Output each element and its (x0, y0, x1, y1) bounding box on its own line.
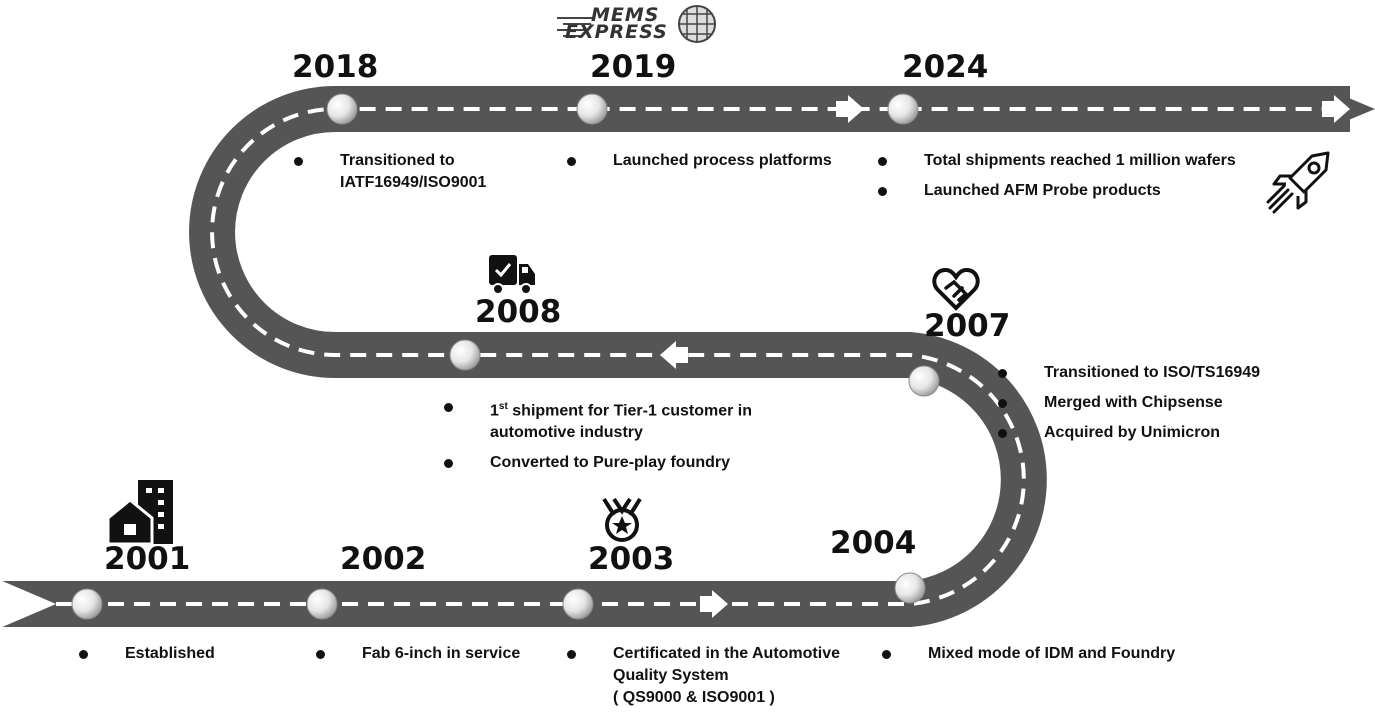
lane-markings (30, 107, 1325, 606)
milestone-marker-2008 (449, 339, 481, 371)
milestone-marker-2024 (887, 93, 919, 125)
medal-icon (602, 497, 642, 542)
year-label-2003: 2003 (588, 541, 675, 577)
list-item: Fab 6-inch in service (316, 643, 546, 665)
list-item: Total shipments reached 1 million wafers (878, 150, 1278, 172)
lane-arrow-left (660, 341, 688, 369)
list-item: Launched process platforms (567, 150, 867, 172)
rocket-icon (1266, 151, 1330, 214)
list-item: Converted to Pure-play foundry (444, 452, 804, 474)
milestone-marker-2004 (894, 572, 926, 604)
list-item: 1st shipment for Tier-1 customer in auto… (444, 396, 804, 444)
year-label-2019: 2019 (590, 49, 677, 85)
milestone-items-2018: Transitioned to IATF16949/ISO9001 (294, 150, 554, 202)
milestone-items-2003: Certificated in the Automotive Quality S… (567, 643, 867, 717)
list-item: Launched AFM Probe products (878, 180, 1278, 202)
year-label-2002: 2002 (340, 541, 427, 577)
milestone-items-2002: Fab 6-inch in service (316, 643, 546, 673)
year-label-2001: 2001 (104, 541, 191, 577)
mems-express-logo-icon: MEMS EXPRESS (555, 2, 720, 48)
delivery-truck-icon (489, 255, 535, 295)
milestone-marker-2019 (576, 93, 608, 125)
milestone-items-2007: Transitioned to ISO/TS16949 Merged with … (998, 362, 1298, 452)
milestone-marker-2007 (908, 365, 940, 397)
list-item: Merged with Chipsense (998, 392, 1298, 414)
year-label-2008: 2008 (475, 294, 562, 330)
list-item: Transitioned to IATF16949/ISO9001 (294, 150, 554, 194)
list-item: Established (79, 643, 279, 665)
milestone-items-2008: 1st shipment for Tier-1 customer in auto… (444, 396, 804, 482)
year-label-2007: 2007 (924, 308, 1011, 344)
lane-arrow-right-3 (1322, 95, 1350, 123)
year-label-2004: 2004 (830, 525, 917, 561)
lane-arrow-right-2 (836, 95, 864, 123)
milestone-marker-2003 (562, 588, 594, 620)
list-item: Certificated in the Automotive Quality S… (567, 643, 867, 709)
milestone-items-2004: Mixed mode of IDM and Foundry (882, 643, 1222, 673)
milestone-items-2001: Established (79, 643, 279, 673)
list-item: Transitioned to ISO/TS16949 (998, 362, 1298, 384)
milestone-marker-2018 (326, 93, 358, 125)
milestone-items-2024: Total shipments reached 1 million wafers… (878, 150, 1278, 210)
building-icon (108, 480, 173, 544)
logo-line-2: EXPRESS (565, 21, 668, 43)
year-label-2018: 2018 (292, 49, 379, 85)
road-start-arrow (0, 580, 56, 628)
milestone-marker-2001 (71, 588, 103, 620)
year-label-2024: 2024 (902, 49, 989, 85)
milestone-items-2019: Launched process platforms (567, 150, 867, 180)
milestone-marker-2002 (306, 588, 338, 620)
list-item: Acquired by Unimicron (998, 422, 1298, 444)
heart-handshake-icon (932, 268, 980, 311)
lane-arrow-right-1 (700, 590, 728, 618)
list-item: Mixed mode of IDM and Foundry (882, 643, 1222, 665)
logo-line-1: MEMS (591, 4, 660, 26)
